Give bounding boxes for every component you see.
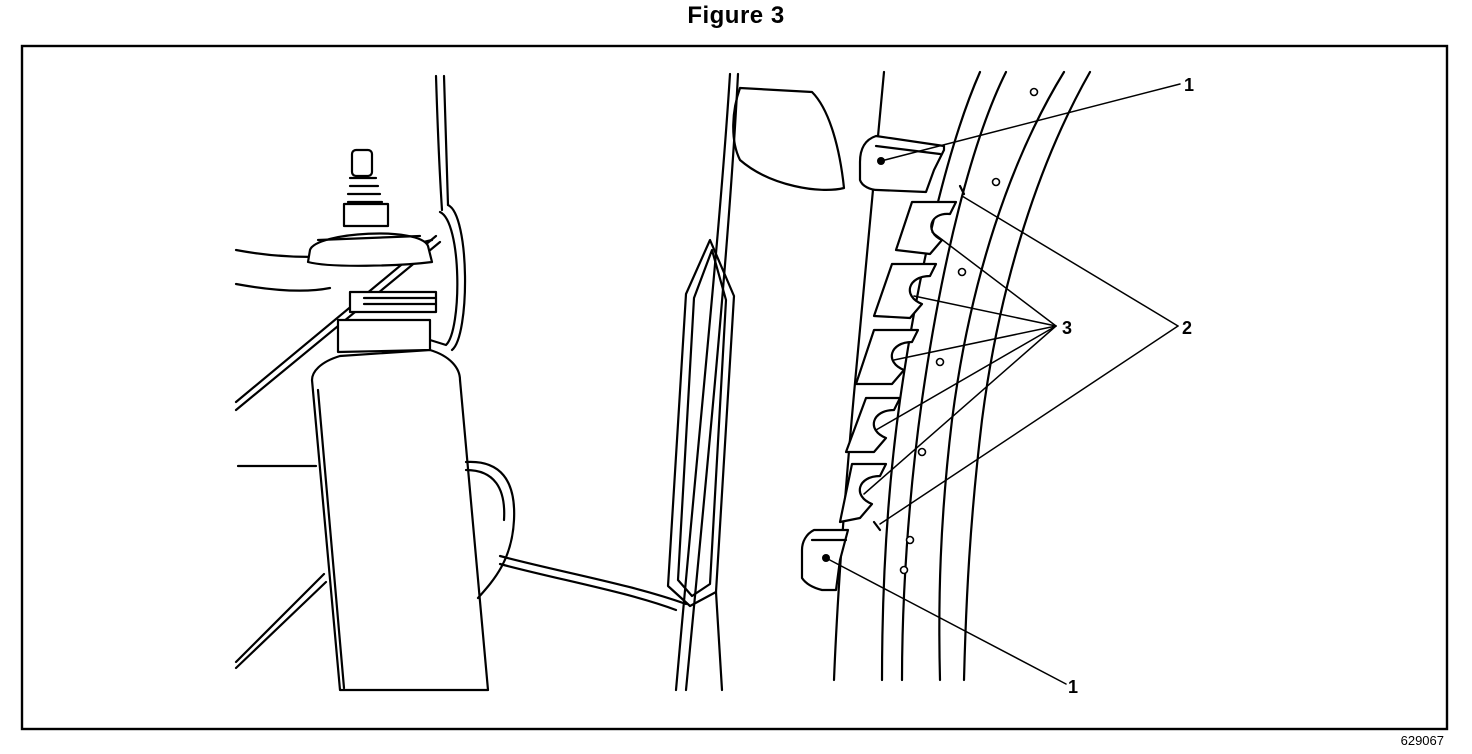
- figure-title: Figure 3: [687, 2, 785, 29]
- callout-2: 2: [1182, 318, 1192, 338]
- shim-pack: [838, 184, 966, 532]
- callout-1-bottom: 1: [1068, 677, 1078, 697]
- upper-hinge-bracket: [858, 134, 946, 194]
- figure-frame: [20, 44, 1449, 731]
- leader-lines: [825, 83, 1181, 685]
- lower-hinge-bracket: [800, 528, 850, 592]
- callout-1-top: 1: [1184, 75, 1194, 95]
- callout-3: 3: [1062, 318, 1072, 338]
- strut-assembly: [234, 74, 688, 692]
- body-pillar: [666, 72, 846, 692]
- figure-id: 629067: [1400, 733, 1444, 748]
